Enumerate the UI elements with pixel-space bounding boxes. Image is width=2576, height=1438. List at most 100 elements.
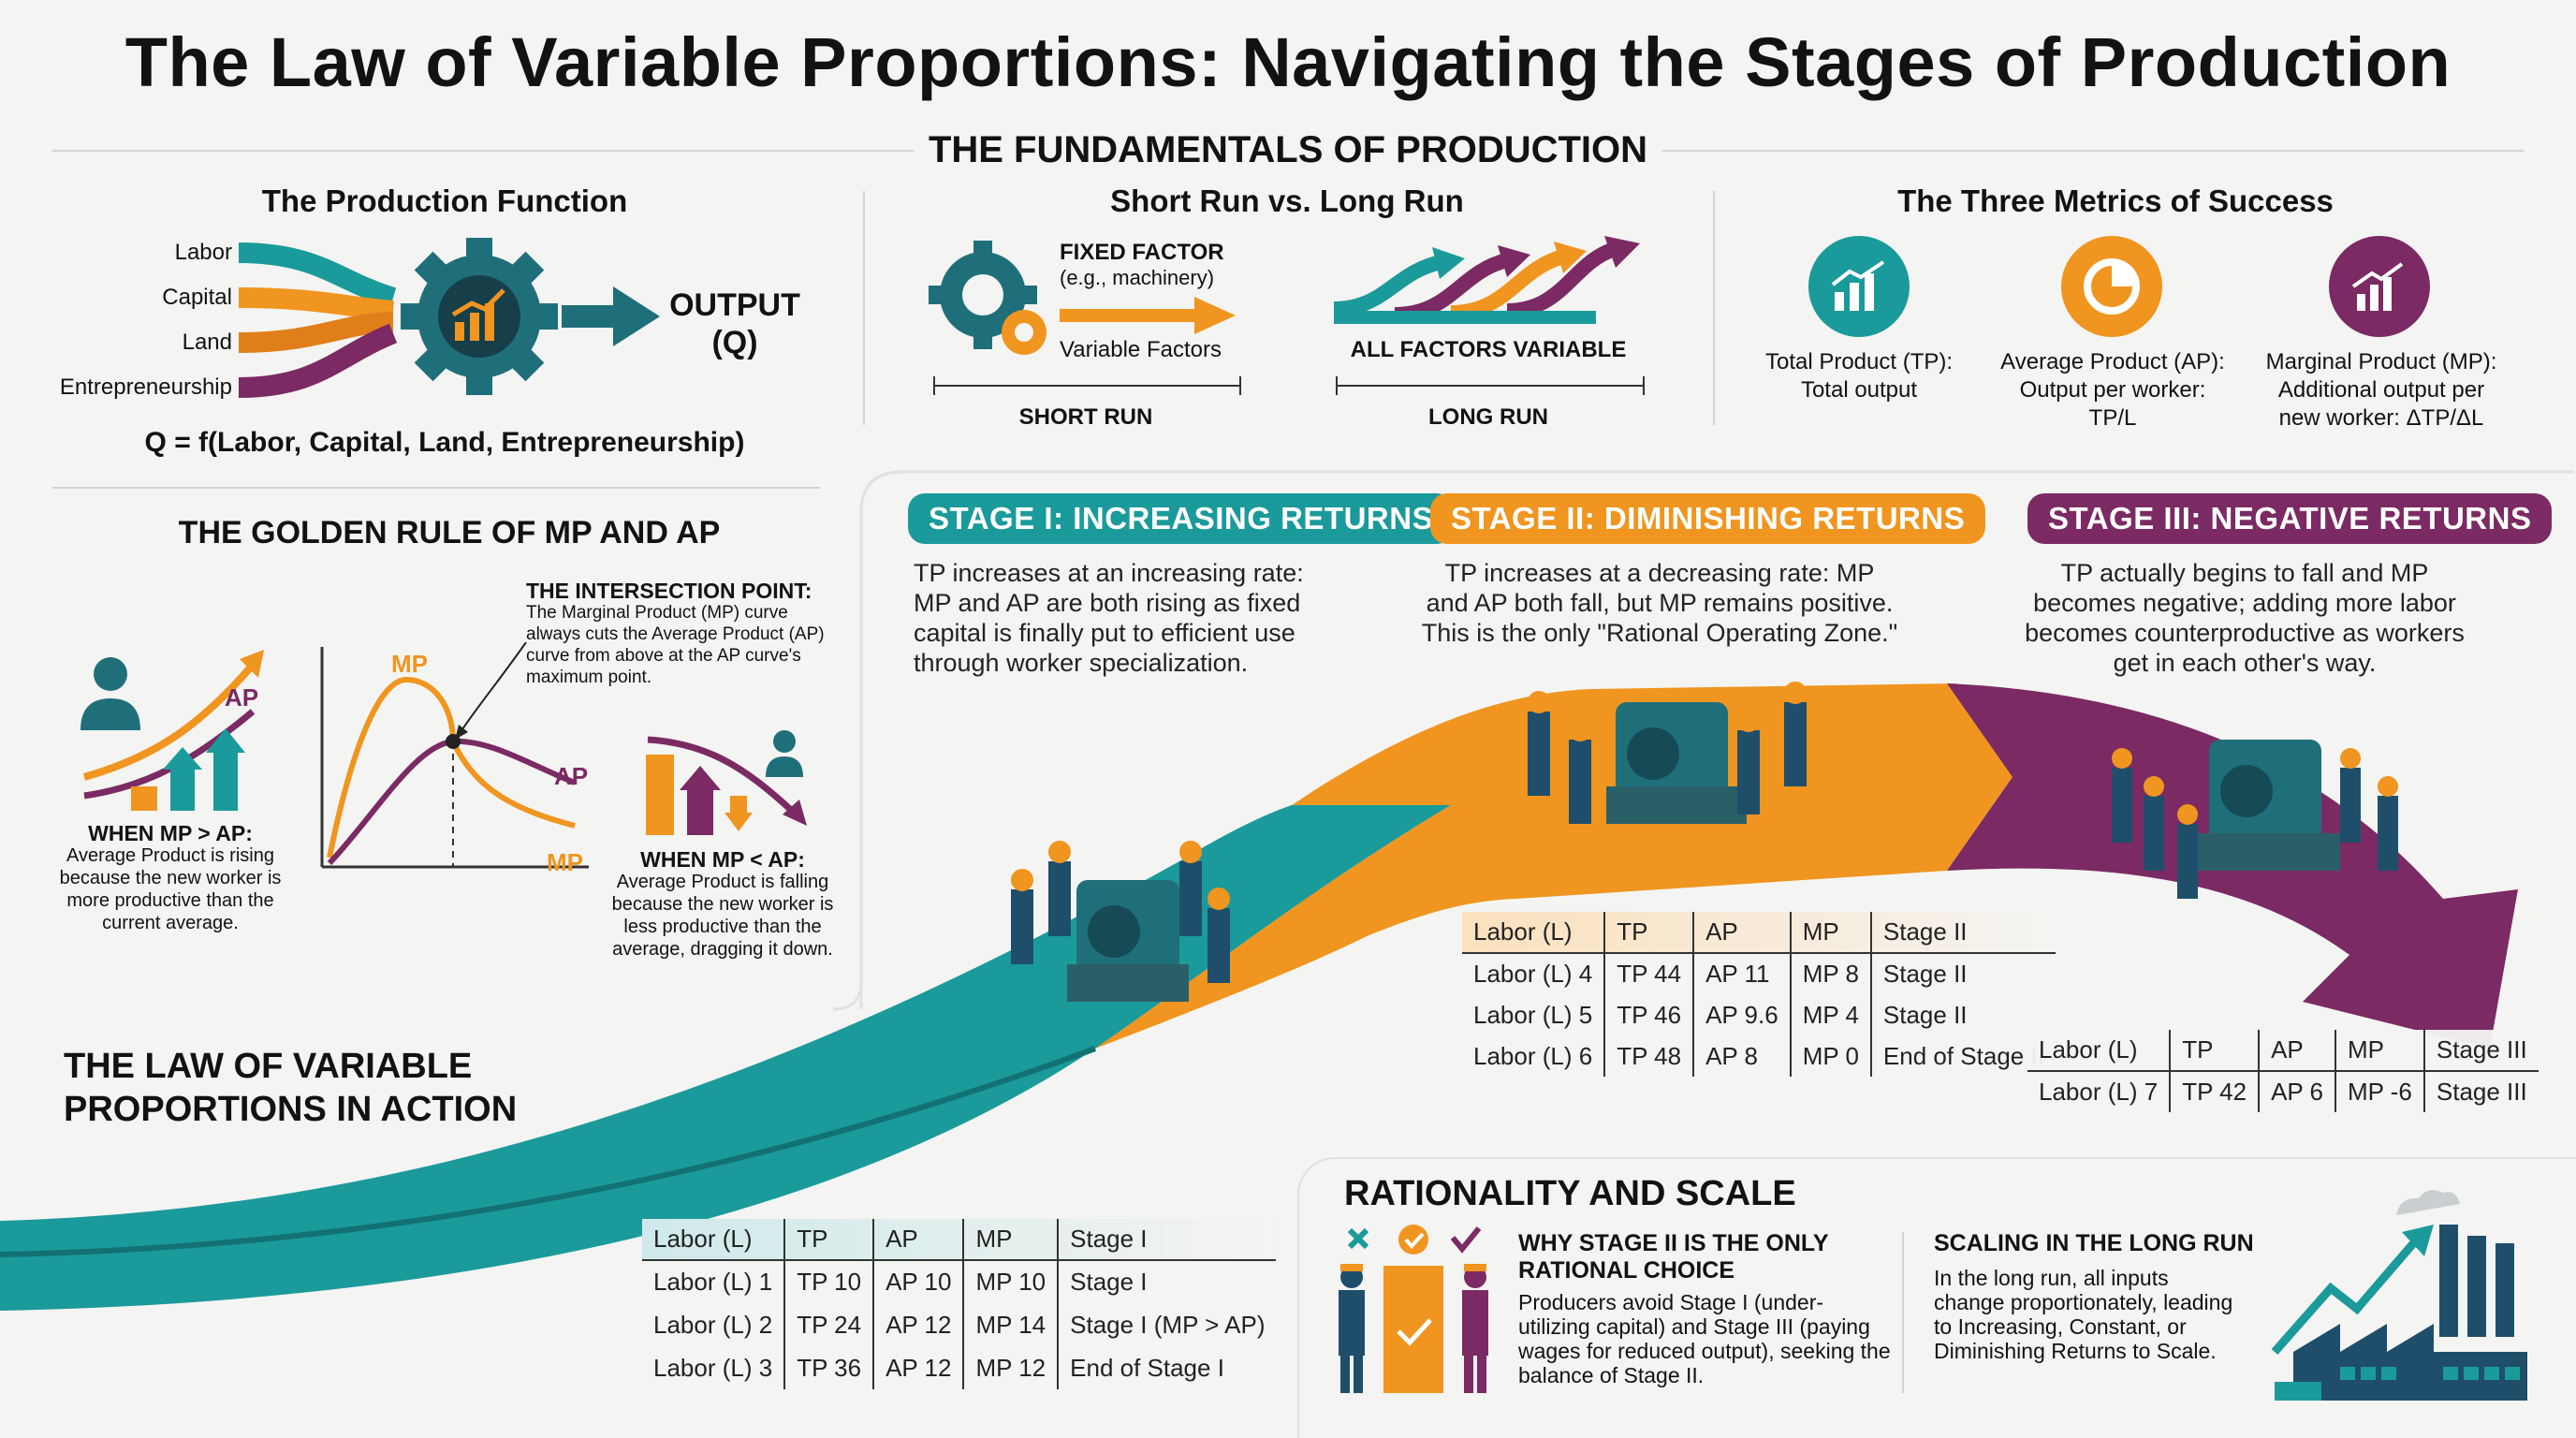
table-cell: TP 36 [783, 1346, 874, 1389]
action-heading: THE LAW OF VARIABLE PROPORTIONS IN ACTIO… [64, 1047, 518, 1129]
table-header: Stage I [1057, 1219, 1277, 1261]
table-header: Labor (L) [642, 1219, 785, 1261]
mp-ap-curves [320, 642, 589, 869]
check-circle-icon [1398, 1225, 1428, 1255]
mp-less-ap-title: WHEN MP < AP: [640, 847, 805, 872]
divider [52, 150, 914, 152]
table-cell: AP 8 [1692, 1035, 1791, 1077]
small-gear-icon [1002, 310, 1046, 355]
table-header: MP [962, 1219, 1059, 1261]
intersection-note: THE INTERSECTION POINT: The Marginal Pro… [526, 580, 835, 688]
variable-arrow-shaft [1060, 309, 1200, 322]
x-icon [1347, 1227, 1369, 1250]
worker-icon [80, 657, 140, 730]
input-label-land: Land [182, 330, 232, 355]
rationality-panel [1297, 1157, 2576, 1438]
table-cell: TP 24 [783, 1303, 874, 1346]
table-cell: Stage II [1869, 994, 2056, 1035]
table-cell: AP 10 [872, 1260, 964, 1303]
table-header: Labor (L) [2027, 1030, 2171, 1072]
scaling-title: SCALING IN THE LONG RUN [1934, 1230, 2254, 1256]
why-stage2-title: WHY STAGE II IS THE ONLY RATIONAL CHOICE [1518, 1230, 1829, 1284]
stage2-text: TP increases at a decreasing rate: MP an… [1421, 559, 1898, 647]
mp-less-ap: WHEN MP < AP: Average Product is falling… [610, 848, 835, 961]
table-header: Labor (L) [1462, 912, 1605, 954]
output-symbol: (Q) [711, 325, 758, 360]
pie-chart-icon [2084, 258, 2140, 315]
all-variable-arrows [1333, 236, 1640, 324]
table-cell: MP -6 [2334, 1071, 2424, 1112]
factory-icon [2275, 1225, 2527, 1401]
stage2-workers-machine [1528, 682, 1807, 824]
production-function-diagram [238, 238, 660, 398]
table-header: TP [1603, 912, 1694, 954]
timeline-brackets [933, 376, 1645, 395]
divider [52, 487, 820, 489]
factory-growth-illustration [2271, 1190, 2527, 1401]
stage1-workers-machine [1011, 841, 1230, 1002]
mp-greater-ap-title: WHEN MP > AP: [88, 821, 253, 845]
divider [863, 191, 865, 425]
fundamentals-heading: THE FUNDAMENTALS OF PRODUCTION [928, 129, 1648, 170]
production-function-heading: The Production Function [261, 183, 628, 218]
table-cell: MP 0 [1789, 1035, 1871, 1077]
mp-greater-ap-text: Average Product is rising because the ne… [59, 845, 282, 933]
intersection-title: THE INTERSECTION POINT: [526, 579, 812, 603]
table-header: Stage II [1869, 912, 2056, 954]
metric-tp: Total Product (TP): Total output [1737, 348, 1981, 404]
machinery-gear-icon [929, 241, 1037, 349]
table-cell: AP 12 [872, 1346, 964, 1389]
cloud-icon [2396, 1190, 2460, 1215]
mp-curve [327, 676, 576, 858]
rationality-heading: RATIONALITY AND SCALE [1344, 1174, 1796, 1213]
page-title: The Law of Variable Proportions: Navigat… [124, 23, 2452, 101]
metric-tp-title: Total Product (TP): [1764, 349, 1954, 374]
long-run-label: LONG RUN [1428, 404, 1548, 430]
table-cell: AP 6 [2258, 1071, 2335, 1112]
worker-icon [766, 730, 803, 777]
table-cell: Stage I (MP > AP) [1057, 1303, 1277, 1346]
table-cell: MP 10 [962, 1260, 1059, 1303]
stage3-workers-machine [2112, 740, 2398, 899]
stage2-arrow-segment [1095, 683, 2012, 1049]
metric-ap-desc: Output per worker: TP/L [2019, 377, 2206, 431]
mp-below-ap-illustration [646, 730, 807, 835]
metric-mp-badge [2329, 236, 2430, 337]
fixed-factor-diagram [929, 241, 1236, 355]
table-header: AP [872, 1219, 964, 1261]
table-cell: TP 46 [1603, 994, 1694, 1035]
intersection-text: The Marginal Product (MP) curve always c… [526, 603, 825, 687]
stage1-label: STAGE I: INCREASING RETURNS [908, 493, 1455, 544]
metric-tp-badge [1808, 236, 1910, 337]
table-cell: Labor (L) 5 [1473, 1000, 1593, 1029]
table-cell: Labor (L) 2 [653, 1310, 773, 1339]
input-arrows [238, 242, 398, 398]
table-cell: Labor (L) 7 [2039, 1078, 2159, 1106]
rational-choice-illustration [1339, 1225, 1488, 1393]
table-cell: Stage II [1869, 953, 2056, 994]
table-cell: AP 12 [872, 1303, 964, 1346]
mp-above-ap-illustration [80, 650, 264, 811]
input-label-labor: Labor [174, 240, 232, 265]
divider [1713, 191, 1715, 425]
table-header: AP [1692, 912, 1791, 954]
table-header: MP [2334, 1030, 2424, 1072]
gear-icon [401, 238, 558, 395]
output-text: OUTPUT [669, 287, 800, 323]
ap-curve-label: AP [554, 762, 589, 790]
metrics-heading: The Three Metrics of Success [1897, 183, 2334, 218]
golden-rule-heading: THE GOLDEN RULE OF MP AND AP [178, 515, 721, 550]
output-label: OUTPUT (Q) [655, 286, 814, 361]
growth-arrow [2271, 1239, 2419, 1355]
short-long-heading: Short Run vs. Long Run [1110, 183, 1464, 218]
bar-chart-icon [1831, 260, 1885, 311]
table-cell: TP 42 [2169, 1071, 2260, 1112]
table-cell: MP 14 [962, 1303, 1059, 1346]
